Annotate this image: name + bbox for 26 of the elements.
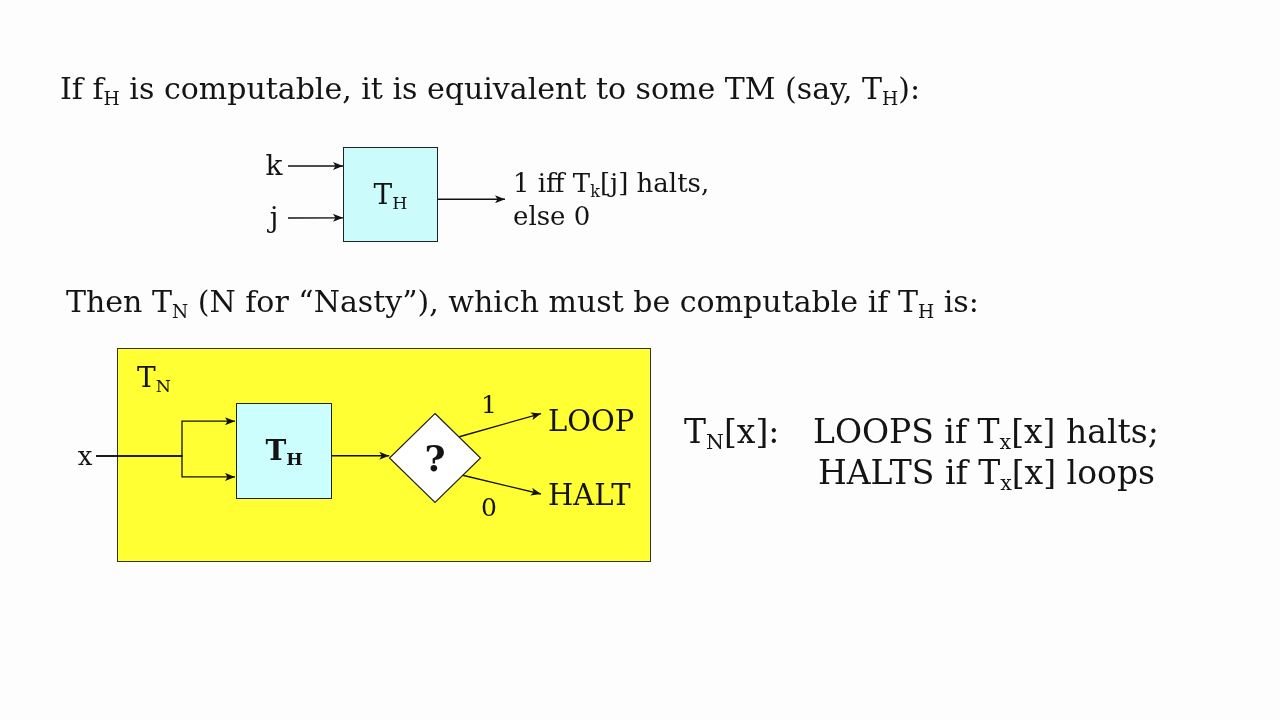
machine-label: T$_{H}$ <box>265 434 303 468</box>
outcome-label: HALT <box>542 476 650 514</box>
machine-box <box>236 403 332 499</box>
arrow <box>458 412 542 438</box>
input-label: j <box>260 200 288 236</box>
machine-frame <box>117 348 651 562</box>
machine-label: T$_{N}$ <box>137 361 171 395</box>
edge-label: 1 <box>481 391 497 419</box>
decision-symbol: ? <box>424 440 446 476</box>
statement-text: Then T$_{N}$ (N for “Nasty”), which must be computable if T$_{H}$ is: <box>66 283 979 321</box>
arrow <box>437 195 506 204</box>
definition-term: T$_{N}$[x]: <box>684 411 780 453</box>
input-label: x <box>74 438 96 474</box>
machine-label: T$_{H}$ <box>373 177 408 212</box>
edge-label: 0 <box>481 494 497 522</box>
definition-text: HALTS if T$_{x}$[x] loops <box>818 452 1155 494</box>
machine-box <box>343 147 438 242</box>
definition-text: LOOPS if T$_{x}$[x] halts; <box>813 411 1159 453</box>
arrow <box>287 213 344 222</box>
arrow <box>95 455 236 481</box>
input-label: k <box>260 148 288 184</box>
output-text: 1 iff T$_{k}$[j] halts, else 0 <box>505 167 727 233</box>
arrow <box>287 162 344 170</box>
statement-text: If f$_{H}$ is computable, it is equivalent to some TM (say, T$_{H}$): <box>60 70 921 108</box>
arrow <box>330 451 390 460</box>
outcome-label: LOOP <box>542 402 650 440</box>
